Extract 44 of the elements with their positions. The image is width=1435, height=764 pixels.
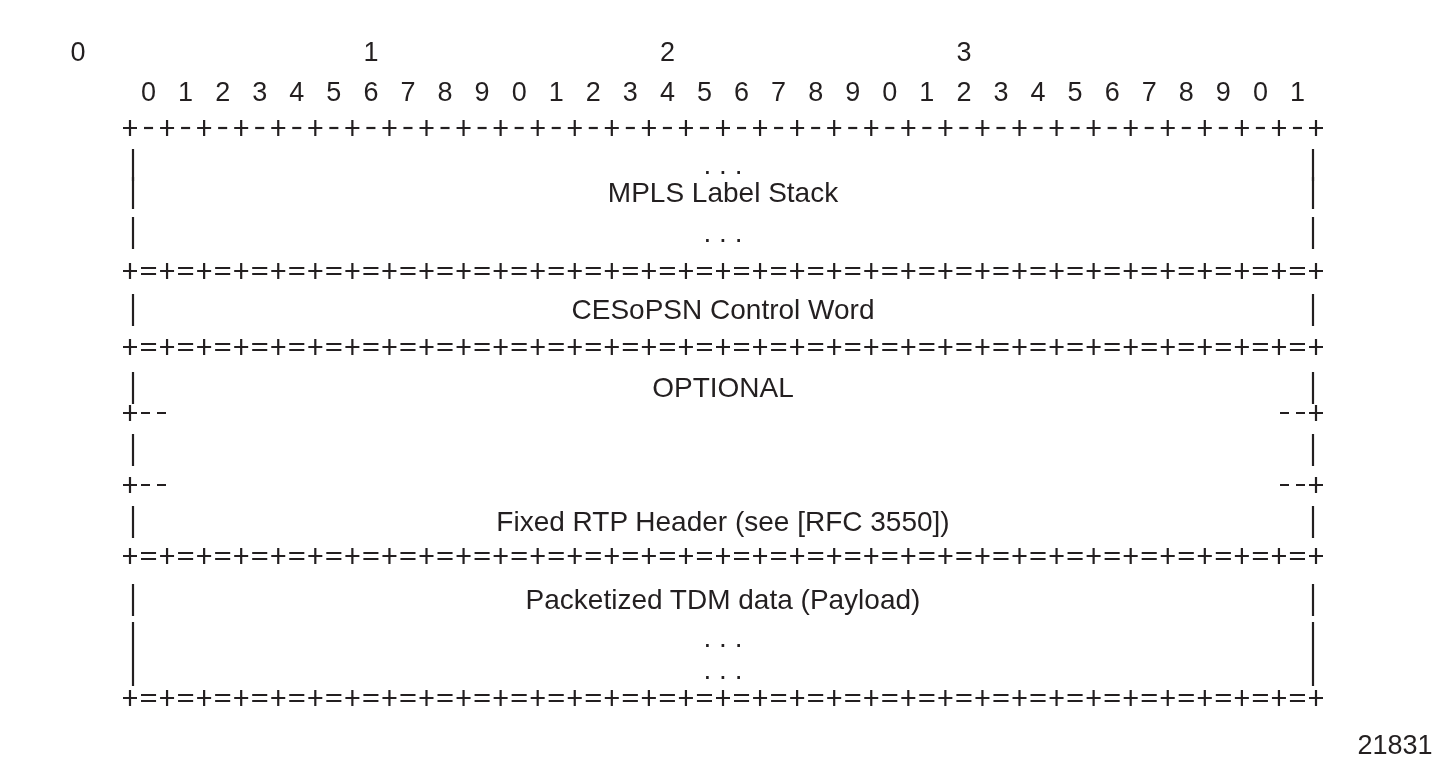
bit-number: 4 — [659, 77, 675, 107]
field-name: . . . — [703, 217, 743, 249]
bit-number: 0 — [70, 37, 86, 67]
bit-number: 0 — [882, 77, 898, 107]
field-name: . . . — [703, 654, 743, 686]
bit-number: 6 — [734, 77, 750, 107]
bit-number: 7 — [1141, 77, 1157, 107]
bit-number: 0 — [141, 77, 157, 107]
bit-number: 3 — [622, 77, 638, 107]
bit-number: 1 — [363, 37, 379, 67]
figure-number: 21831 — [1357, 730, 1433, 760]
bit-number: 8 — [1178, 77, 1194, 107]
field-name: CESoPSN Control Word — [571, 294, 875, 326]
bit-number: 9 — [1215, 77, 1231, 107]
bit-number: 8 — [437, 77, 453, 107]
bit-number: 2 — [585, 77, 601, 107]
field-name: . . . — [703, 622, 743, 654]
bit-number: 1 — [1289, 77, 1305, 107]
bit-number: 6 — [363, 77, 379, 107]
bit-number: 7 — [771, 77, 787, 107]
bit-number: 9 — [845, 77, 861, 107]
field-name: Fixed RTP Header (see [RFC 3550]) — [496, 506, 950, 538]
bit-number: 7 — [400, 77, 416, 107]
bit-number: 6 — [1104, 77, 1120, 107]
bit-number: 0 — [511, 77, 527, 107]
bit-number: 5 — [696, 77, 712, 107]
bit-number: 2 — [215, 77, 231, 107]
field-name: OPTIONAL — [652, 372, 794, 404]
bit-number: 3 — [993, 77, 1009, 107]
bit-number: 2 — [956, 77, 972, 107]
bit-number: 3 — [956, 37, 972, 67]
bit-number: 1 — [178, 77, 194, 107]
field-name: Packetized TDM data (Payload) — [525, 584, 921, 616]
bit-number: 2 — [659, 37, 675, 67]
bit-number: 4 — [289, 77, 305, 107]
bit-number: 3 — [252, 77, 268, 107]
bit-number: 5 — [326, 77, 342, 107]
bit-number: 1 — [919, 77, 935, 107]
bit-number: 9 — [474, 77, 490, 107]
bit-number: 4 — [1030, 77, 1046, 107]
bit-number: 1 — [548, 77, 564, 107]
bit-number: 8 — [808, 77, 824, 107]
bit-number: 5 — [1067, 77, 1083, 107]
bit-number: 0 — [1252, 77, 1268, 107]
